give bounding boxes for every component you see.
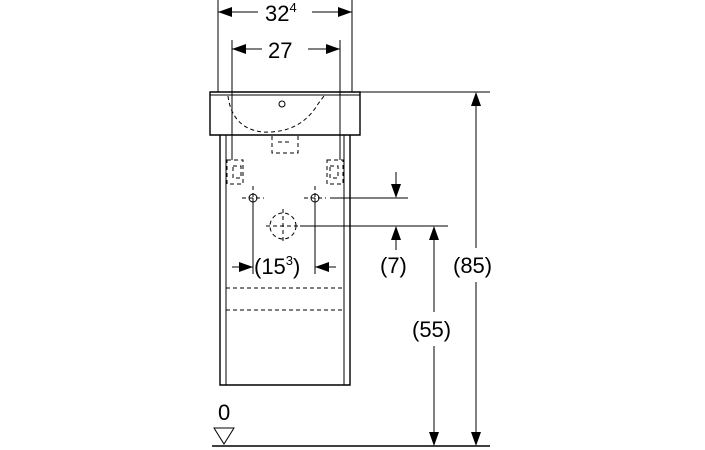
floor-level-marker-icon: [213, 427, 235, 445]
wall-brackets: [226, 159, 344, 185]
drain-spacing-dimension: (153): [232, 198, 336, 279]
inner-width-dimension: 27: [231, 38, 341, 160]
washbasin: [209, 91, 361, 154]
svg-text:(153): (153): [254, 253, 300, 279]
drain-spacing-close: ): [293, 254, 300, 279]
total-height-label: (85): [453, 253, 492, 278]
drain-spacing-open: (15: [254, 254, 286, 279]
floor-label: 0: [218, 400, 230, 425]
total-height-dimension: (85): [360, 91, 492, 446]
svg-text:324: 324: [265, 0, 297, 26]
drain-offset-label: (7): [380, 253, 407, 278]
drain-height-dimension: (55): [412, 226, 451, 446]
overall-width-label: 32: [265, 1, 289, 26]
vanity-cabinet: [219, 135, 351, 386]
overall-width-dimension: 324: [217, 0, 353, 92]
inner-width-label: 27: [268, 38, 292, 63]
drain-height-label: (55): [412, 317, 451, 342]
drain-offset-dimension: (7): [300, 172, 448, 278]
drain-spacing-sup: 3: [286, 253, 293, 268]
water-connections: [242, 186, 326, 210]
drain-connection: [266, 209, 300, 243]
floor-reference: 0: [212, 400, 490, 447]
overall-width-sup: 4: [289, 0, 296, 15]
